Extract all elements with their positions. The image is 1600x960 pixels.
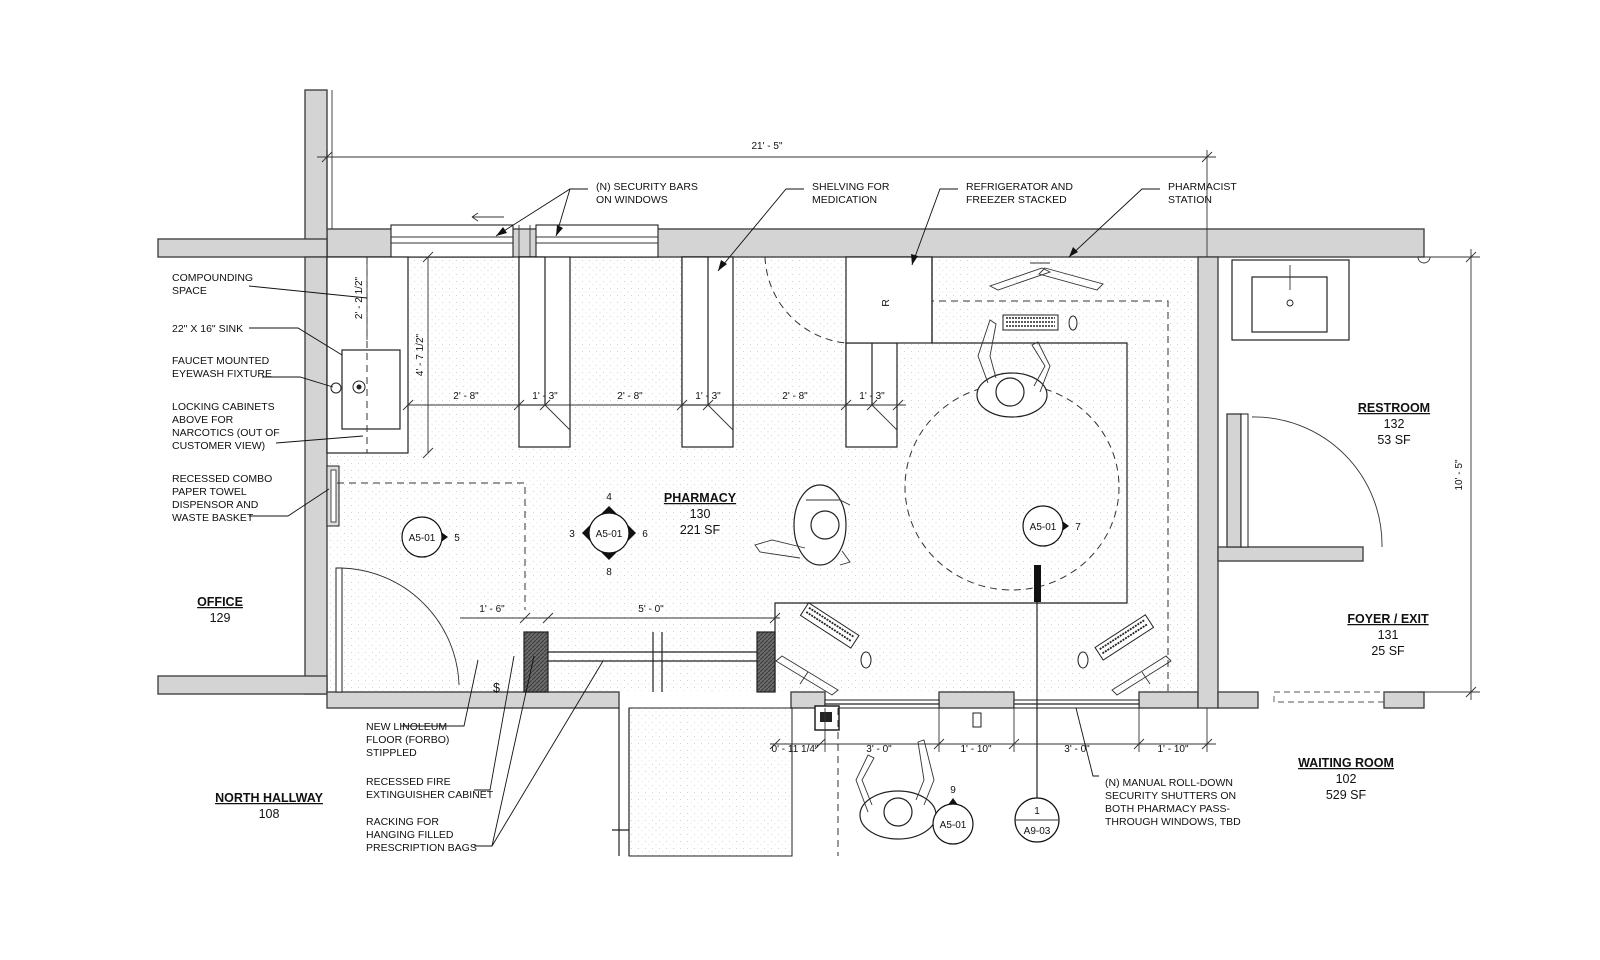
dim-win-gap: 1' - 10": [960, 744, 991, 755]
pass-through-windows: [814, 699, 1140, 731]
medication-shelving: [518, 256, 898, 448]
room-label-pharmacy: PHARMACY 130 221 SF: [664, 491, 737, 537]
person-window: [855, 739, 937, 840]
elev-left-sheet: A5-01: [409, 533, 436, 544]
dim-overall-width: 21' - 5": [751, 141, 782, 152]
office-door: [335, 567, 460, 693]
workstations-lower: [775, 602, 1172, 696]
dim-shelf-depth: 4' - 7 1/2": [415, 333, 426, 376]
svg-text:FOYER / EXIT: FOYER / EXIT: [1347, 612, 1429, 626]
elev-center-n-bottom: 8: [606, 567, 612, 578]
dim-win-end: 1' - 10": [1157, 744, 1188, 755]
section-tag: 1 A9-03: [1014, 797, 1060, 843]
svg-text:NORTH HALLWAY: NORTH HALLWAY: [215, 791, 324, 805]
section-sheet: A9-03: [1024, 826, 1051, 837]
svg-text:131: 131: [1378, 628, 1399, 642]
refrigerator: R: [764, 256, 933, 344]
dim-shelf3: 1' - 3": [859, 391, 885, 402]
leader-lines: [248, 188, 1160, 847]
elevation-tag-right: A5-01 7: [1022, 505, 1081, 547]
person-center: [754, 484, 851, 566]
elevation-tag-center: A5-01 4 3 6 8: [569, 492, 648, 578]
elev-center-sheet: A5-01: [596, 529, 623, 540]
windows-top: [390, 212, 659, 258]
svg-text:RESTROOM: RESTROOM: [1358, 401, 1430, 415]
dim-rack-width: 5' - 0": [638, 604, 664, 615]
paper-towel-dispenser: [326, 465, 340, 527]
svg-text:129: 129: [210, 611, 231, 625]
svg-text:108: 108: [259, 807, 280, 821]
hallway-door: [612, 707, 839, 857]
dim-overall-height: 10' - 5": [1454, 459, 1465, 490]
room-label-restroom: RESTROOM 132 53 SF: [1358, 401, 1430, 447]
dim-shelf2: 1' - 3": [695, 391, 721, 402]
elevation-tag-bottom: A5-01 9: [932, 785, 974, 845]
svg-text:132: 132: [1384, 417, 1405, 431]
pharmacy-floor: [327, 257, 1198, 692]
elev-right-num: 7: [1075, 522, 1081, 533]
note-sink: 22" X 16" SINK: [172, 323, 243, 335]
dim-shelf1: 1' - 3": [532, 391, 558, 402]
svg-text:WAITING ROOM: WAITING ROOM: [1298, 756, 1394, 770]
dim-win-offset: 0' - 11 1/4": [772, 744, 819, 755]
dimension-lines: [317, 150, 1480, 752]
svg-text:102: 102: [1336, 772, 1357, 786]
dim-gap2: 2' - 8": [617, 391, 643, 402]
extinguisher-symbol: $: [493, 681, 500, 695]
room-label-foyer: FOYER / EXIT 131 25 SF: [1347, 612, 1429, 658]
svg-text:53 SF: 53 SF: [1377, 433, 1411, 447]
person-pharmacist: [976, 319, 1051, 418]
elev-right-sheet: A5-01: [1030, 522, 1057, 533]
svg-text:130: 130: [690, 507, 711, 521]
dim-win2: 3' - 0": [1064, 744, 1090, 755]
dim-gap3: 2' - 8": [782, 391, 808, 402]
dim-counter-depth: 2' - 2 1/2": [354, 276, 365, 319]
fridge-label: R: [880, 299, 892, 307]
elev-bottom-sheet: A5-01: [940, 820, 967, 831]
section-cut: [1034, 565, 1041, 800]
elev-left-num: 5: [454, 533, 460, 544]
prescription-racking: [523, 631, 776, 693]
svg-text:PHARMACY: PHARMACY: [664, 491, 737, 505]
leader-arrows: [496, 225, 1078, 271]
elev-center-n-left: 3: [569, 529, 575, 540]
section-num: 1: [1034, 806, 1040, 817]
dim-gap1: 2' - 8": [453, 391, 479, 402]
svg-text:529 SF: 529 SF: [1326, 788, 1367, 802]
svg-text:221 SF: 221 SF: [680, 523, 721, 537]
room-label-north-hallway: NORTH HALLWAY 108: [215, 791, 324, 821]
svg-text:OFFICE: OFFICE: [197, 595, 243, 609]
elevation-tag-left: A5-01 5: [401, 516, 460, 558]
elev-bottom-num: 9: [950, 785, 956, 796]
room-label-waiting-room: WAITING ROOM 102 529 SF: [1298, 756, 1394, 802]
elev-center-n-top: 4: [606, 492, 612, 503]
elev-center-n-right: 6: [642, 529, 648, 540]
restroom-fixtures: [1231, 256, 1431, 703]
dim-rack-offset: 1' - 6": [479, 604, 505, 615]
svg-text:25 SF: 25 SF: [1371, 644, 1405, 658]
compounding-counter: [326, 256, 409, 454]
dim-win1: 3' - 0": [866, 744, 892, 755]
room-label-office: OFFICE 129: [197, 595, 243, 625]
